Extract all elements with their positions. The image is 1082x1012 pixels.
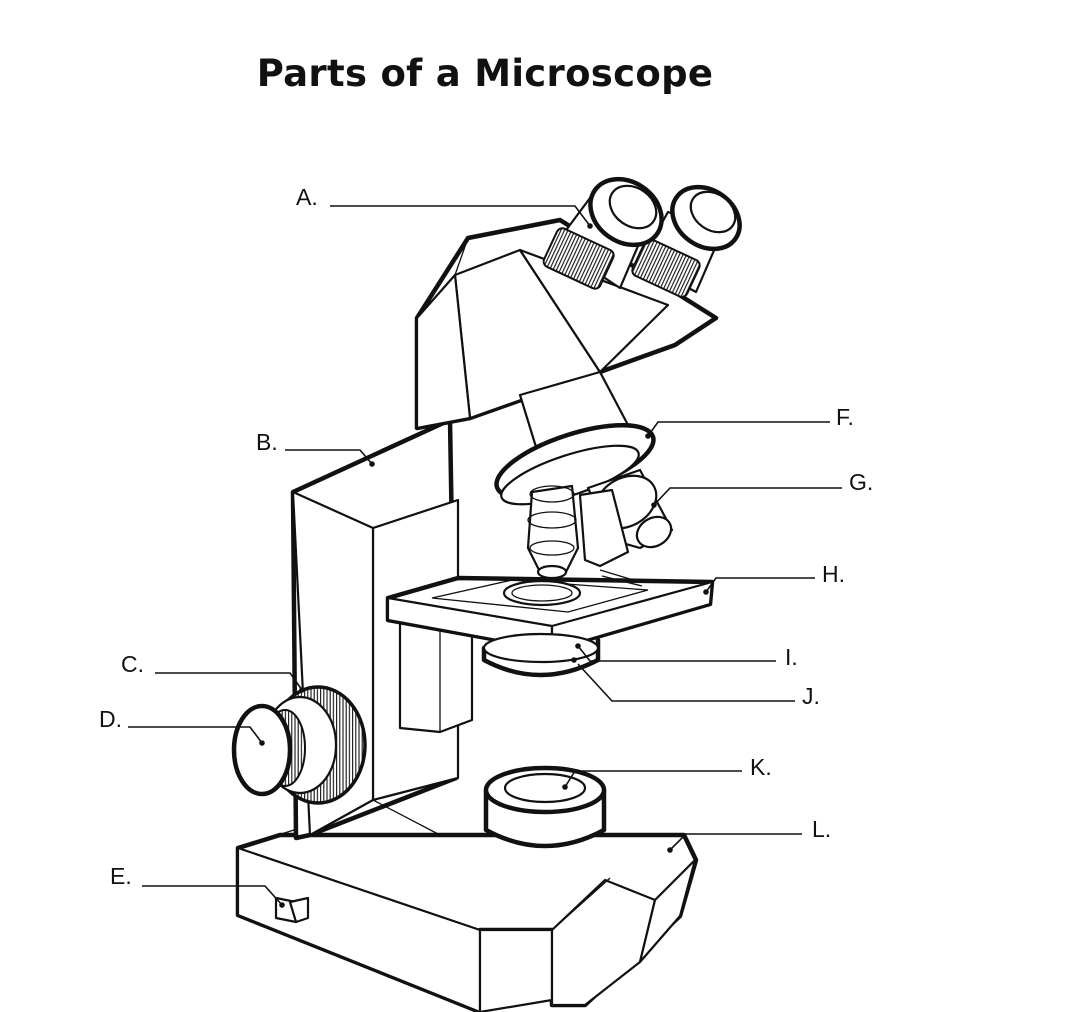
label-d: D.: [99, 706, 265, 746]
objective-lenses: [526, 468, 674, 580]
light-source: [483, 765, 607, 849]
label-b: B.: [256, 429, 375, 467]
label-a: A.: [296, 184, 593, 229]
label-h-text: H.: [822, 561, 845, 587]
stage: [385, 569, 715, 653]
label-f-text: F.: [836, 404, 854, 430]
fine-focus-knob: [231, 703, 306, 797]
nosepiece: [494, 370, 656, 506]
label-f: F.: [645, 404, 854, 439]
label-c-text: C.: [121, 651, 144, 677]
label-k-text: K.: [750, 754, 772, 780]
label-j: J.: [571, 657, 820, 709]
condenser: [481, 632, 601, 678]
label-l-text: L.: [812, 816, 831, 842]
label-j-text: J.: [802, 683, 820, 709]
label-i: I.: [575, 643, 798, 670]
microscope-base: [235, 827, 699, 1012]
label-l: L.: [667, 816, 831, 853]
label-k: K.: [562, 754, 772, 790]
worksheet-title: Parts of a Microscope: [256, 52, 714, 95]
label-g-text: G.: [849, 469, 873, 495]
label-b-text: B.: [256, 429, 278, 455]
label-d-text: D.: [99, 706, 122, 732]
label-i-text: I.: [785, 644, 798, 670]
label-e: E.: [110, 863, 285, 908]
label-c: C.: [121, 651, 305, 693]
label-a-text: A.: [296, 184, 318, 210]
power-switch: [274, 896, 310, 924]
label-g: G.: [651, 469, 873, 508]
label-h: H.: [703, 561, 845, 595]
label-e-text: E.: [110, 863, 132, 889]
eyepiece-left: [542, 176, 664, 290]
